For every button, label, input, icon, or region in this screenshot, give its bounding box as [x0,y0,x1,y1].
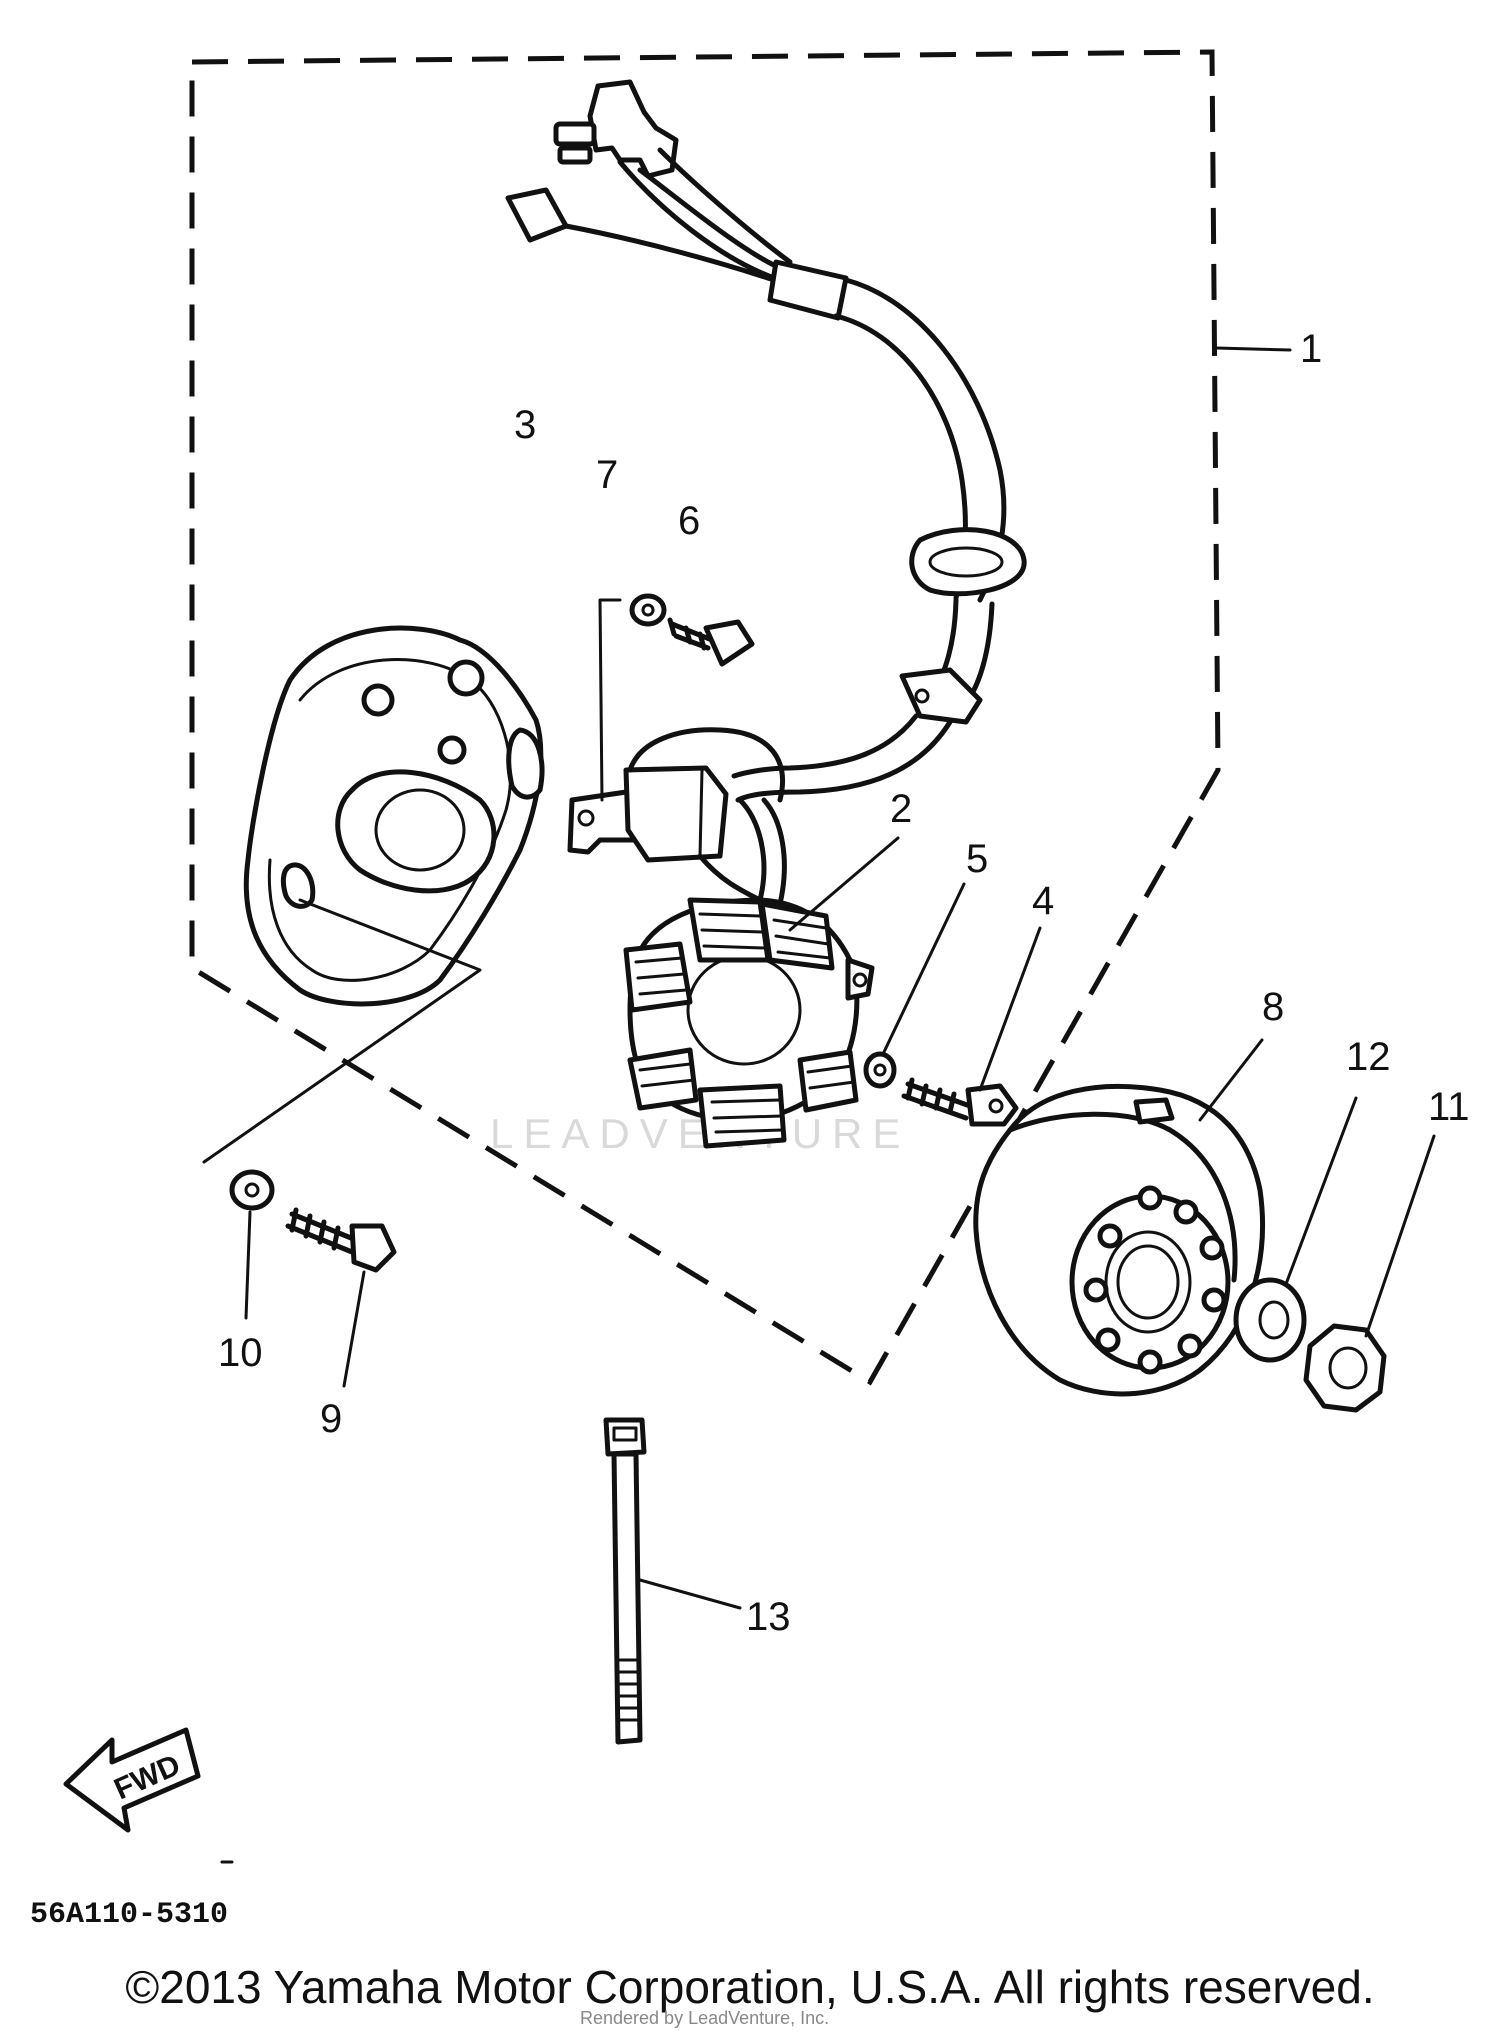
leader-7-bracket [598,598,622,802]
leader-2 [788,836,900,932]
washer-10 [229,1169,275,1211]
leader-plate-bracket [202,898,482,1164]
leader-13 [638,1578,742,1610]
screw-6 [667,617,755,667]
fwd-arrow-icon: FWD [63,1727,201,1833]
screw-4 [901,1077,1019,1127]
nut-11 [1303,1323,1387,1413]
leader-11 [1364,1134,1436,1338]
screw-9 [285,1207,397,1273]
assembly-boundary [189,49,1221,1386]
callout-5: 5 [966,837,988,881]
callout-10: 10 [218,1331,263,1375]
callout-4: 4 [1032,879,1054,923]
callout-11: 11 [1428,1085,1470,1129]
callout-13: 13 [746,1595,791,1639]
copyright-notice: ©2013 Yamaha Motor Corporation, U.S.A. A… [125,1961,1375,2013]
cable-tie-13 [603,1417,647,1745]
leader-9 [342,1270,366,1388]
callout-2: 2 [890,787,912,831]
washer-5 [863,1051,897,1089]
diagram-code: 56A110-5310 [30,1898,228,1932]
leader-4 [978,926,1042,1092]
callout-8: 8 [1262,985,1284,1029]
leader-5 [882,882,966,1054]
washer-12 [1233,1277,1307,1363]
callout-7: 7 [596,453,618,497]
pickup-coil [567,727,785,903]
stator-base-plate [243,625,545,1007]
callout-1: 1 [1300,327,1322,371]
callout-6: 6 [678,499,700,543]
callout-9: 9 [320,1397,342,1441]
watermark: LEADVENTURE [490,1110,910,1157]
leader-8 [1198,1038,1264,1122]
washer-7 [629,593,667,627]
stator [623,797,875,1149]
flywheel-rotor [973,1083,1265,1397]
wire-harness [505,79,1027,803]
leader-1 [1214,346,1292,352]
leader-12 [1284,1096,1358,1286]
callout-3: 3 [514,403,536,447]
callout-12: 12 [1346,1035,1391,1079]
leader-10 [244,1210,252,1320]
watermark-small: Rendered by LeadVenture, Inc. [580,2008,830,2028]
